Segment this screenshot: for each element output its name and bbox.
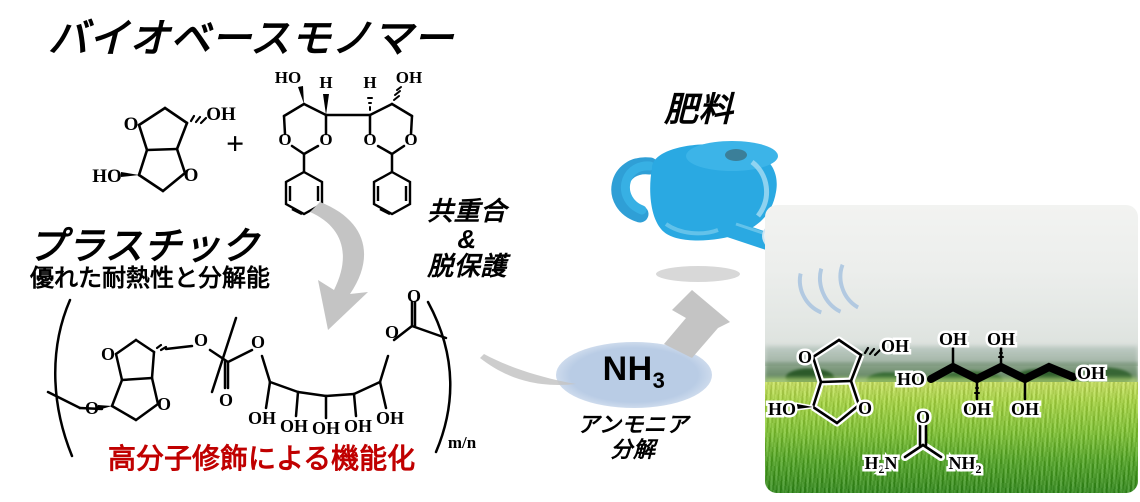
- arrow-copolymerization: [310, 202, 368, 330]
- atom-subscript-2: 2: [976, 462, 982, 476]
- atom-OH: OH: [1077, 363, 1105, 383]
- label-copolymerization-deprotection: 共重合 & 脱保護: [412, 196, 522, 282]
- atom-H: H: [319, 73, 332, 92]
- atom-OH: OH: [206, 104, 236, 125]
- structure-photo-sorbitol: HO OH OH OH OH OH: [894, 327, 1107, 422]
- atom-O: O: [219, 390, 233, 410]
- atom-O: O: [251, 332, 265, 352]
- structure-dibenzylidene-sugar: HO OH H H O O O O: [275, 68, 422, 216]
- atom-O: O: [916, 407, 930, 427]
- structure-isosorbide-monomer: O O HO OH: [92, 104, 236, 193]
- atom-O: O: [101, 344, 115, 364]
- atom-O: O: [385, 322, 399, 342]
- atom-O: O: [278, 130, 291, 149]
- structure-photo-isosorbide: O O HO OH: [765, 334, 912, 427]
- nh3-text: NH: [602, 350, 653, 388]
- atom-O: O: [363, 130, 376, 149]
- atom-OH: OH: [987, 329, 1015, 349]
- atom-O: O: [184, 165, 199, 186]
- atom-subscript-2: 2: [879, 462, 885, 476]
- plus-sign: +: [226, 125, 245, 161]
- label-ampersand: &: [457, 223, 477, 254]
- atom-NH2: NH2: [949, 453, 982, 476]
- label-decomposition: 分解: [610, 437, 656, 463]
- atom-OH: OH: [344, 416, 372, 436]
- arrow-to-fertilizer: [664, 290, 730, 358]
- photo-sky: [765, 205, 1138, 367]
- label-functionalization: 高分子修飾による機能化: [108, 443, 416, 474]
- atom-O: O: [124, 114, 139, 135]
- structure-polymer-chain: O O O O O O OH OH OH OH OH O O m/n: [46, 286, 477, 458]
- atom-O: O: [319, 130, 332, 149]
- atom-O: O: [404, 130, 417, 149]
- atom-HO: HO: [897, 369, 925, 389]
- atom-HO: HO: [275, 68, 301, 87]
- atom-O: O: [85, 398, 99, 418]
- label-fertilizer: 肥料: [664, 91, 734, 129]
- title-biobased-monomer: バイオベースモノマー: [48, 17, 454, 61]
- atom-OH: OH: [376, 408, 404, 428]
- atom-O: O: [798, 347, 812, 367]
- atom-OH: OH: [396, 68, 422, 87]
- title-plastic: プラスチック: [28, 226, 260, 268]
- atom-HO: HO: [768, 399, 796, 419]
- atom-H2N: H2N: [864, 453, 897, 476]
- atom-OH: OH: [963, 399, 991, 419]
- atom-OH: OH: [248, 408, 276, 428]
- atom-OH: OH: [312, 418, 340, 438]
- nh3-subscript: 3: [652, 367, 666, 393]
- atom-HO: HO: [92, 166, 122, 187]
- structure-photo-urea: O H2N NH2: [862, 405, 984, 479]
- subtitle-plastic-properties: 優れた耐熱性と分解能: [30, 265, 270, 292]
- label-ammonia-word: アンモニア: [577, 412, 689, 437]
- label-repeat-unit: m/n: [448, 433, 477, 452]
- label-copolymerization: 共重合: [427, 196, 507, 226]
- label-deprotection: 脱保護: [427, 251, 507, 282]
- atom-O: O: [407, 286, 421, 306]
- atom-N: N: [885, 453, 898, 473]
- atom-O: O: [194, 330, 208, 350]
- atom-OH: OH: [939, 329, 967, 349]
- atom-O: O: [157, 394, 171, 414]
- arrow-degradation-flow: [480, 354, 576, 385]
- atom-H: H: [363, 73, 376, 92]
- nh3-label: NH3: [556, 350, 712, 394]
- atom-OH: OH: [280, 416, 308, 436]
- field-photograph: O O HO OH HO OH OH OH OH OH: [765, 205, 1138, 493]
- atom-OH: OH: [881, 336, 909, 356]
- atom-O: O: [858, 398, 872, 418]
- photo-rice-field: [765, 382, 1138, 493]
- atom-OH: OH: [1011, 399, 1039, 419]
- label-ammonia-decomposition: アンモニア 分解: [558, 412, 708, 463]
